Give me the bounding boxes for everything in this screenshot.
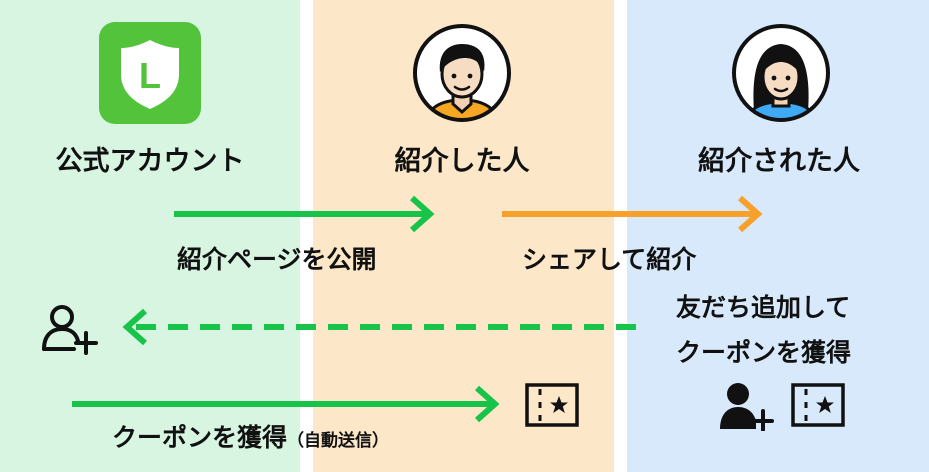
share-arrow [502, 195, 763, 233]
add-friend-arrow [122, 308, 636, 346]
man-avatar-icon [413, 24, 511, 122]
coupon-arrow [72, 385, 500, 423]
referrer-label: 紹介した人 [394, 146, 530, 177]
line-logo-letter: L [139, 55, 161, 96]
official-account-label: 公式アカウント [55, 146, 245, 177]
coupon-ticket-icon [791, 383, 845, 427]
referred-label: 紹介された人 [698, 146, 860, 177]
publish-arrow [174, 195, 435, 233]
add-friend-label-line2: クーポンを獲得 [676, 338, 852, 367]
coupon-label: クーポンを獲得 [112, 423, 288, 452]
add-friend-label-line1: 友だち追加して [676, 293, 851, 322]
woman-avatar-icon [732, 24, 830, 122]
add-friend-filled-icon [720, 383, 774, 431]
add-friend-outline-icon [42, 305, 98, 355]
coupon-label-group: クーポンを獲得（自動送信） [112, 418, 389, 454]
share-label: シェアして紹介 [522, 245, 697, 274]
coupon-note: （自動送信） [287, 431, 390, 451]
coupon-ticket-icon [525, 383, 579, 427]
publish-label: 紹介ページを公開 [177, 245, 377, 274]
line-logo-icon: L [99, 22, 201, 124]
